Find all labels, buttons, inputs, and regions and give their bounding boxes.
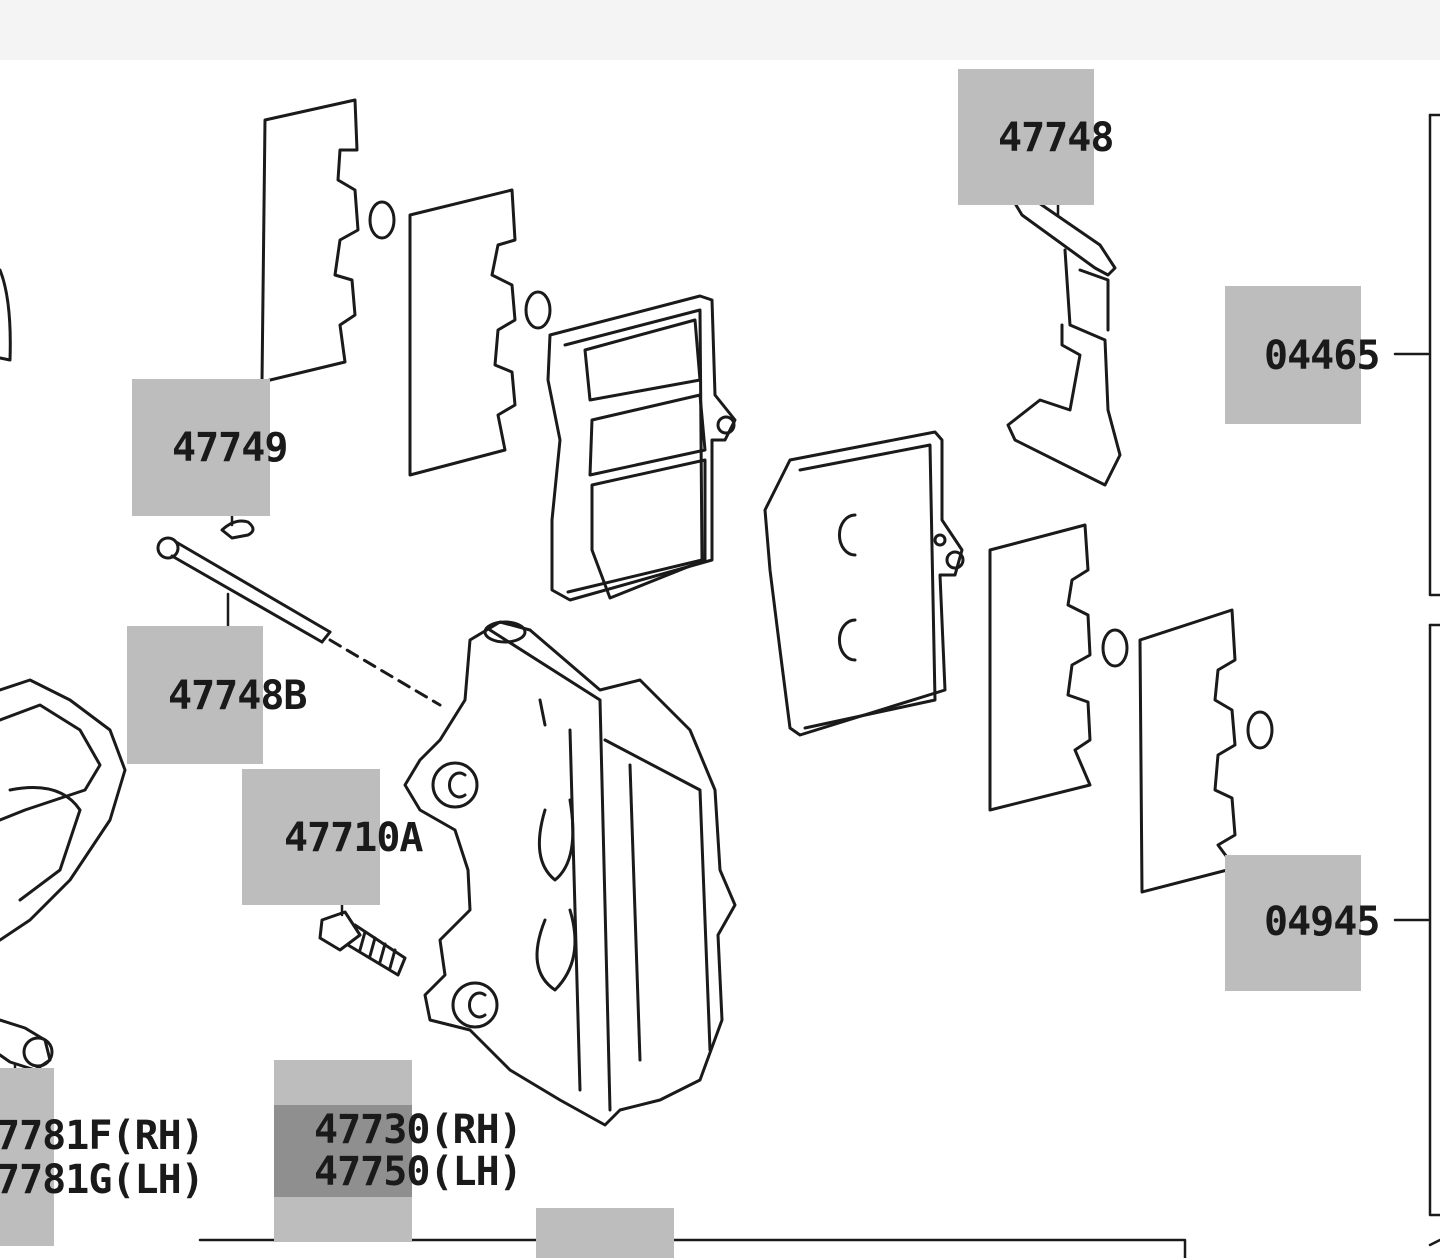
highlight-bottom-partial[interactable] [536,1208,674,1258]
part-label-47749[interactable]: 47749 [172,425,288,471]
retaining-pin [156,536,442,707]
part-label-04465[interactable]: 04465 [1264,333,1380,379]
pin-clip [220,519,255,540]
part-label-47730[interactable]: 47730(RH) [314,1107,523,1153]
brake-pad-outer [546,294,737,602]
brake-pad-inner [763,430,965,737]
part-label-47781F[interactable]: 7781F(RH) [0,1113,205,1159]
part-label-04945[interactable]: 04945 [1264,899,1380,945]
top-bar [0,0,1440,60]
bleeder-plug [0,1018,54,1072]
highlight-04465[interactable] [1225,286,1361,424]
highlight-47730-47750[interactable] [274,1105,412,1197]
part-label-47748[interactable]: 47748 [998,115,1114,161]
highlight-47748[interactable] [958,69,1094,205]
highlight-47730-lower[interactable] [274,1197,412,1242]
highlight-47730-upper[interactable] [274,1060,412,1105]
caliper-body [403,620,737,1127]
part-label-47750[interactable]: 47750(LH) [314,1149,523,1195]
caliper-partial-left [0,268,127,942]
highlight-47748B[interactable] [127,626,263,764]
shim-lower-outer [1138,608,1274,894]
shim-upper-outer [260,98,396,384]
part-label-47781G[interactable]: 7781G(LH) [0,1157,205,1203]
anti-rattle-spring [1006,188,1122,487]
shim-upper-inner [408,188,552,477]
part-label-47710A[interactable]: 47710A [284,815,423,861]
highlight-47710A[interactable] [242,769,380,905]
highlight-47781[interactable] [0,1068,54,1246]
part-label-47748B[interactable]: 47748B [168,673,307,719]
highlight-04945[interactable] [1225,855,1361,991]
shim-lower-inner [988,523,1129,812]
highlight-47749[interactable] [132,379,270,516]
caliper-bolt [318,910,407,977]
